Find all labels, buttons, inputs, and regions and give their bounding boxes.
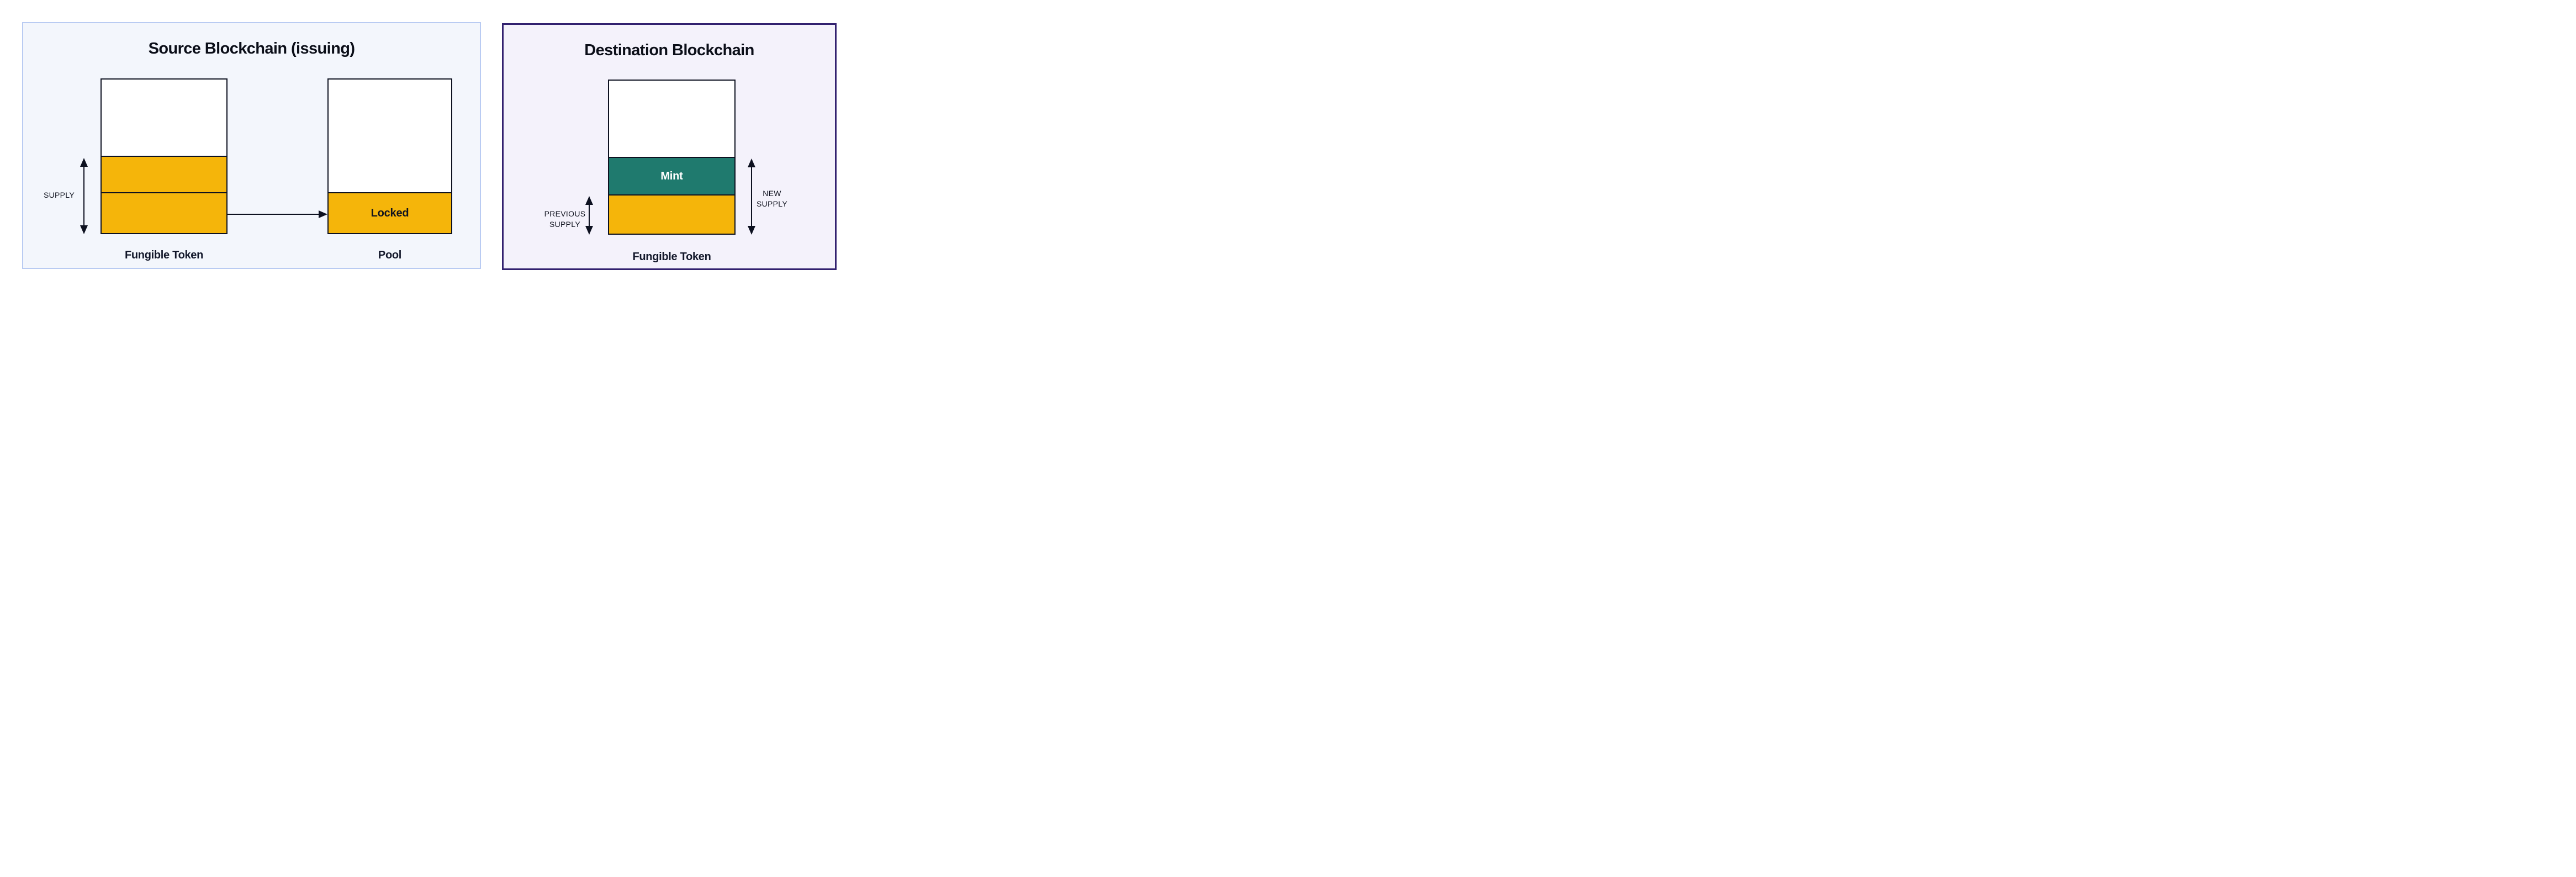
arrow-stem [589, 202, 590, 229]
arrow-stem [228, 214, 321, 215]
destination-ft-unissued-segment [609, 81, 734, 158]
previous-supply-label: PREVIOUS SUPPLY [532, 209, 598, 230]
lock-transfer-arrow-icon [228, 210, 327, 219]
source-ft-unissued-segment [102, 80, 226, 157]
arrowhead-down-icon [748, 226, 755, 235]
source-ft-supply-lower-segment [102, 193, 226, 233]
destination-ft-previous-supply-segment [609, 196, 734, 234]
arrowhead-up-icon [748, 159, 755, 167]
destination-ft-mint-segment: Mint [609, 158, 734, 196]
source-pool-locked-segment: Locked [329, 193, 451, 233]
source-pool-caption: Pool [378, 249, 402, 261]
arrowhead-down-icon [80, 225, 88, 234]
source-ft-supply-upper-segment [102, 157, 226, 193]
previous-supply-label-line1: PREVIOUS [544, 209, 586, 218]
destination-fungible-token-caption: Fungible Token [632, 251, 711, 263]
previous-supply-range-arrow-icon [585, 196, 594, 235]
new-supply-label-line1: NEW [763, 189, 781, 198]
source-pool-box: Locked [327, 78, 452, 234]
destination-blockchain-panel: Destination Blockchain Mint Fungible Tok… [502, 23, 837, 270]
supply-range-arrow-icon [80, 158, 88, 234]
bridge-diagram-canvas: Source Blockchain (issuing) Fungible Tok… [0, 0, 859, 292]
source-fungible-token-caption: Fungible Token [124, 249, 204, 261]
arrowhead-down-icon [585, 226, 593, 235]
destination-fungible-token-box: Mint [608, 80, 736, 235]
new-supply-label: NEW SUPPLY [739, 188, 805, 209]
arrow-stem [751, 165, 752, 229]
previous-supply-label-line2: SUPPLY [549, 220, 580, 229]
locked-label: Locked [371, 207, 409, 219]
arrowhead-up-icon [585, 196, 593, 205]
new-supply-range-arrow-icon [747, 159, 756, 235]
mint-label: Mint [660, 170, 683, 182]
new-supply-label-line2: SUPPLY [756, 199, 787, 208]
source-panel-title: Source Blockchain (issuing) [148, 40, 355, 57]
source-pool-empty-segment [329, 80, 451, 193]
supply-label: SUPPLY [43, 191, 75, 199]
arrowhead-up-icon [80, 158, 88, 167]
source-fungible-token-box [100, 78, 228, 234]
arrowhead-right-icon [319, 210, 327, 218]
source-blockchain-panel: Source Blockchain (issuing) Fungible Tok… [22, 22, 481, 269]
arrow-stem [83, 164, 84, 228]
destination-panel-title: Destination Blockchain [584, 41, 754, 59]
